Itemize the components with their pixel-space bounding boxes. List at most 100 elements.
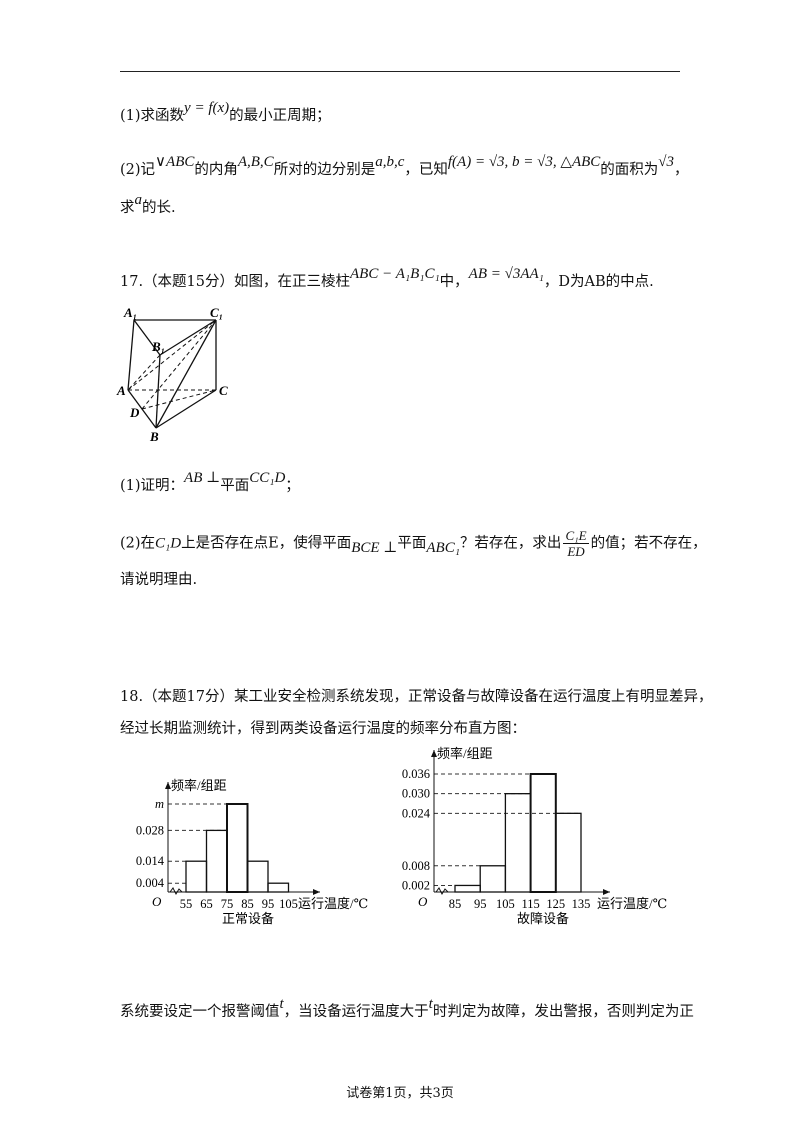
- label-A: A: [116, 383, 126, 398]
- math-plane-abc1: ABC₁: [426, 539, 460, 556]
- math-angles: A,B,C: [237, 154, 274, 170]
- text: (2)记: [120, 162, 156, 178]
- label-C1: C₁: [210, 305, 223, 320]
- text: 时判定为故障，发出警报，否则判定为正: [432, 1004, 694, 1020]
- axis-break-mark: [435, 887, 449, 896]
- y-tick-label: 0.024: [402, 806, 431, 820]
- histogram-bar: [185, 860, 208, 893]
- q17-part2-cont: 请说明理由.: [120, 570, 197, 590]
- math-t: t: [279, 996, 284, 1012]
- histogram-bar: [267, 882, 290, 893]
- math-plane-bce: BCE ⊥: [351, 539, 398, 556]
- edge-DC: [141, 389, 217, 410]
- text: 的最小正周期；: [229, 108, 331, 124]
- edge-DC1: [141, 319, 217, 410]
- x-tick-label: 105: [496, 897, 515, 911]
- x-tick-label: 85: [449, 897, 462, 911]
- math-plane: CC₁D: [249, 470, 286, 486]
- text: ，已知: [404, 162, 448, 178]
- text: ，D为AB的中点.: [543, 274, 654, 290]
- y-tick-label: 0.036: [402, 767, 430, 781]
- q17-part1: (1)证明：AB ⊥平面CC₁D；: [120, 470, 300, 496]
- page-footer: 试卷第1页，共3页: [346, 1086, 454, 1101]
- text: 17.（本题15分）如图，在正三棱柱: [120, 274, 351, 290]
- histogram-bar: [246, 860, 269, 893]
- text: (2)在: [120, 535, 156, 552]
- q16-part2: (2)记∨ABC的内角A,B,C所对的边分别是a,b,c，已知f(A) = √3…: [120, 154, 689, 180]
- text: ？若存在，求出: [459, 535, 562, 552]
- math-area: √3: [658, 154, 675, 170]
- text: 系统要设定一个报警阈值: [120, 1004, 280, 1020]
- text: 平面: [397, 535, 427, 552]
- x-tick-label: 95: [474, 897, 487, 911]
- math-segment: C₁D: [155, 535, 182, 552]
- histogram-bar: [454, 884, 481, 893]
- y-tick-label: 0.002: [402, 878, 430, 892]
- edge-AC1: [127, 319, 217, 391]
- edge-B1C1: [159, 319, 217, 356]
- text: 经过长期监测统计，得到两类设备运行温度的频率分布直方图：: [120, 721, 526, 737]
- edge-AA1: [127, 319, 135, 391]
- fraction-denominator: ED: [567, 544, 585, 559]
- text: 上是否存在点E，使得平面: [181, 535, 352, 552]
- y-axis-arrow: [431, 750, 437, 757]
- math-ratio: AB = √3AA₁: [468, 266, 544, 282]
- edge-B1A: [127, 354, 161, 391]
- y-axis-label: 频率/组距: [437, 746, 493, 761]
- x-tick-label: 75: [221, 897, 234, 911]
- fraction-numerator: C₁E: [563, 528, 589, 544]
- text: 中，: [439, 274, 469, 290]
- histogram-bar: [555, 812, 582, 893]
- histogram-bar: [205, 829, 228, 893]
- y-tick-label: m: [155, 797, 164, 811]
- text: ，: [674, 162, 689, 178]
- text: 平面: [220, 478, 250, 494]
- q18-stem-line1: 18.（本题17分）某工业安全检测系统发现，正常设备与故障设备在运行温度上有明显…: [120, 687, 713, 707]
- math-fx: y = f(x): [184, 100, 230, 116]
- label-B: B: [149, 429, 159, 444]
- chart-title: 故障设备: [517, 911, 569, 926]
- histogram-bar: [529, 773, 557, 893]
- label-C: C: [219, 383, 228, 398]
- text: ，当设备运行温度大于: [283, 1004, 429, 1020]
- chart-title: 正常设备: [222, 911, 274, 926]
- text: 的长.: [142, 200, 176, 216]
- text: (1)证明：: [120, 478, 185, 494]
- x-tick-label: 105: [279, 897, 298, 911]
- y-tick-label: 0.004: [136, 876, 165, 890]
- math-a: a: [134, 192, 143, 208]
- edge-BC: [155, 389, 217, 429]
- text: 的内角: [194, 162, 238, 178]
- text: 的值；若不存在，: [590, 535, 707, 552]
- x-axis-label: 运行温度/℃: [597, 896, 667, 911]
- y-tick-label: 0.030: [402, 787, 430, 801]
- y-axis-label: 频率/组距: [171, 778, 227, 793]
- x-tick-label: 85: [241, 897, 254, 911]
- x-tick-label: 95: [262, 897, 275, 911]
- y-tick-label: 0.008: [402, 859, 430, 873]
- y-axis-arrow: [165, 782, 171, 789]
- q18-threshold-text: 系统要设定一个报警阈值t，当设备运行温度大于t时判定为故障，发出警报，否则判定为…: [120, 996, 694, 1022]
- prism-figure: A₁ C₁ B₁ A C D B: [116, 305, 228, 444]
- edge-BC1: [155, 319, 217, 429]
- text: (1)求函数: [120, 108, 185, 124]
- text: 求: [120, 200, 135, 216]
- header-rule: [120, 71, 680, 72]
- axis-break-mark: [169, 887, 183, 896]
- math-perp: AB ⊥: [184, 470, 221, 486]
- math-triangle: ∨ABC: [155, 154, 195, 170]
- q16-part2-cont: 求a的长.: [120, 192, 176, 218]
- edge-A1B1: [133, 319, 161, 356]
- text: 所对的边分别是: [273, 162, 376, 178]
- math-sides: a,b,c: [375, 154, 405, 170]
- origin-label: O: [152, 894, 162, 909]
- y-tick-label: 0.014: [136, 854, 165, 868]
- edge-BB1: [155, 354, 161, 429]
- x-axis-arrow: [603, 889, 610, 895]
- x-axis-arrow: [313, 889, 320, 895]
- q16-part1: (1)求函数y = f(x)的最小正周期；: [120, 100, 331, 126]
